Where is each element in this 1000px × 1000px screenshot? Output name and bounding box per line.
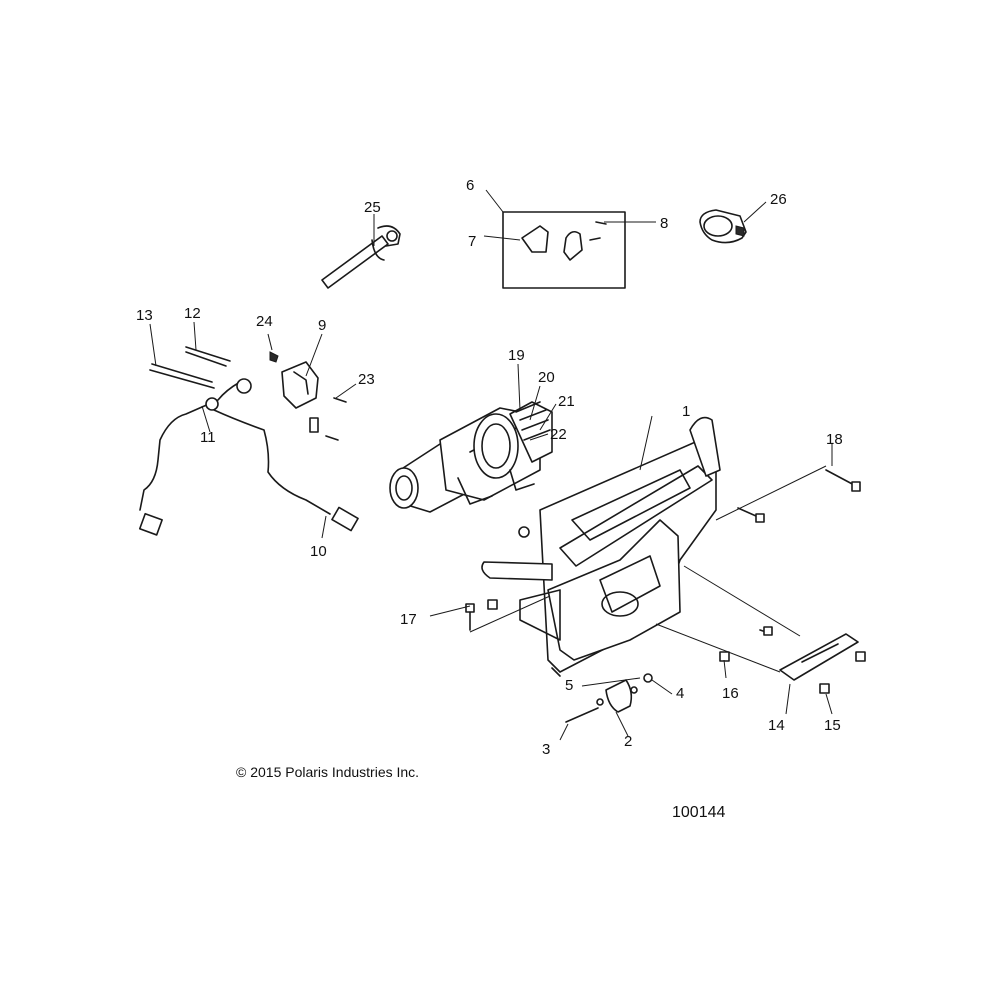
winch-assembly — [389, 401, 553, 513]
part-9-contactor — [269, 351, 347, 441]
callout-2: 2 — [624, 733, 632, 750]
callout-3: 3 — [542, 741, 550, 758]
figure-number: 100144 — [672, 804, 726, 821]
callout-4: 4 — [676, 685, 684, 702]
callout-6: 6 — [466, 177, 474, 194]
callout-14: 14 — [768, 717, 785, 734]
part-14-fairlead — [779, 633, 859, 681]
callout-10: 10 — [310, 543, 327, 560]
callout-25: 25 — [364, 199, 381, 216]
callout-7: 7 — [468, 233, 476, 250]
callout-20: 20 — [538, 369, 555, 386]
part-2-shackle-mount — [605, 679, 633, 713]
callout-24: 24 — [256, 313, 273, 330]
callout-12: 12 — [184, 305, 201, 322]
callout-8: 8 — [660, 215, 668, 232]
callout-22: 22 — [550, 426, 567, 443]
callout-labels: 1 2 3 4 5 6 7 8 9 10 11 12 13 14 15 16 1… — [136, 177, 843, 758]
callout-23: 23 — [358, 371, 375, 388]
callout-15: 15 — [824, 717, 841, 734]
hardware — [465, 469, 866, 723]
callout-18: 18 — [826, 431, 843, 448]
leader-lines — [149, 189, 833, 741]
part-10-11-harness — [138, 378, 359, 536]
callout-9: 9 — [318, 317, 326, 334]
part-7-bracket — [521, 225, 549, 253]
callout-16: 16 — [722, 685, 739, 702]
callout-26: 26 — [770, 191, 787, 208]
part-1-bumper-frame — [481, 416, 721, 677]
callout-21: 21 — [558, 393, 575, 410]
part-12-13-cables — [149, 346, 231, 389]
callout-19: 19 — [508, 347, 525, 364]
part-6-kit-box — [502, 211, 626, 289]
callout-11: 11 — [200, 429, 216, 446]
callout-5: 5 — [565, 677, 573, 694]
part-26-guard — [699, 209, 747, 244]
part-25-strap — [321, 225, 401, 289]
copyright-notice: © 2015 Polaris Industries Inc. — [236, 764, 420, 780]
callout-1: 1 — [682, 403, 690, 420]
callout-17: 17 — [400, 611, 417, 628]
callout-13: 13 — [136, 307, 153, 324]
